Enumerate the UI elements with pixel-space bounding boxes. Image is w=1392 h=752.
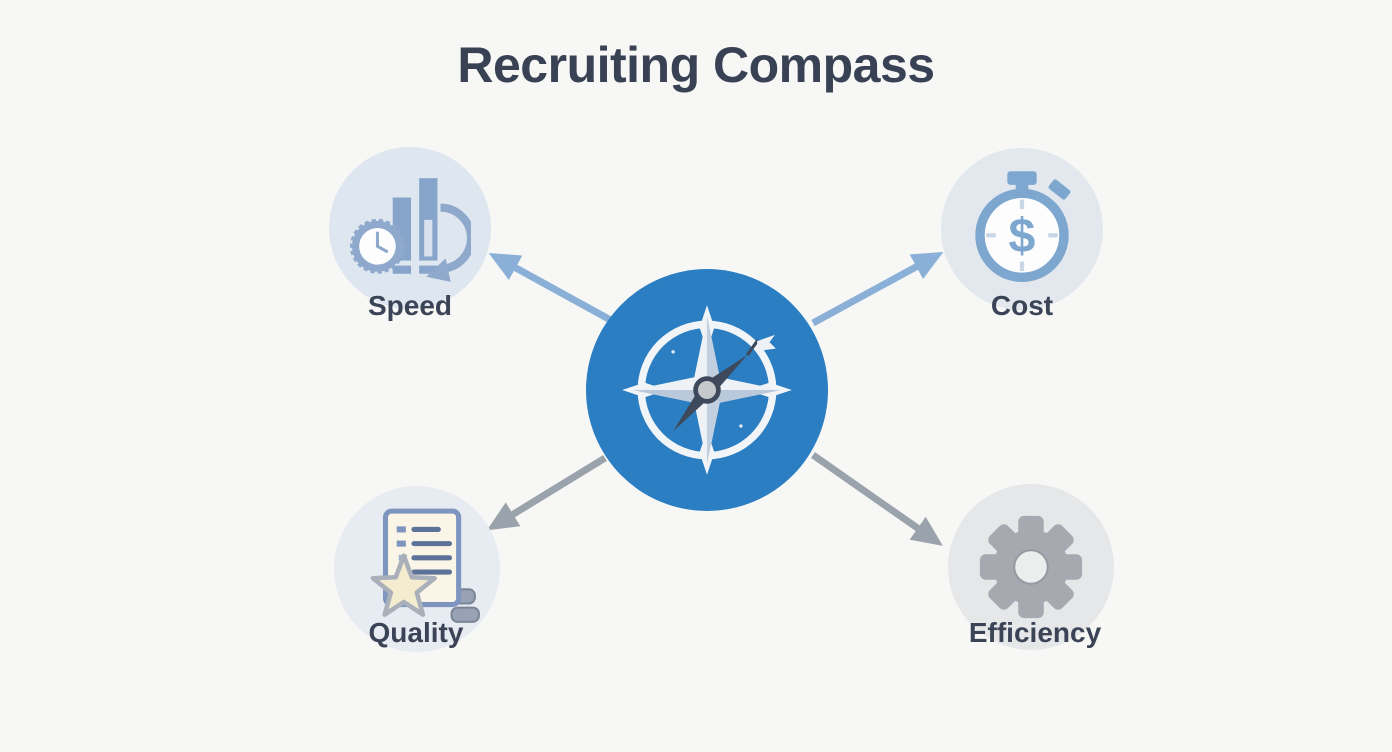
gear-icon xyxy=(979,515,1083,619)
arrow-center-to-quality xyxy=(486,455,607,531)
arrow-center-to-speed xyxy=(488,252,618,327)
efficiency-label: Efficiency xyxy=(968,617,1102,648)
quality-label: Quality xyxy=(368,617,464,648)
checklist-star-icon xyxy=(370,508,480,623)
compass-icon xyxy=(622,305,792,475)
dollar-symbol: $ xyxy=(1009,209,1036,263)
stopwatch-dollar-icon: $ xyxy=(975,171,1071,283)
cost-node-circle: $ xyxy=(941,148,1103,310)
speed-label: Speed xyxy=(367,290,453,321)
arrow-center-to-cost xyxy=(811,251,944,327)
cost-label: Cost xyxy=(990,290,1054,321)
arrow-center-to-efficiency xyxy=(810,452,943,546)
center-hub-circle xyxy=(586,269,828,511)
efficiency-node-circle xyxy=(948,484,1114,650)
bar-chart-stopwatch-icon xyxy=(350,178,471,282)
page-title: Recruiting Compass xyxy=(457,37,935,93)
quality-node-circle xyxy=(334,486,500,652)
speed-node-circle xyxy=(329,147,491,309)
